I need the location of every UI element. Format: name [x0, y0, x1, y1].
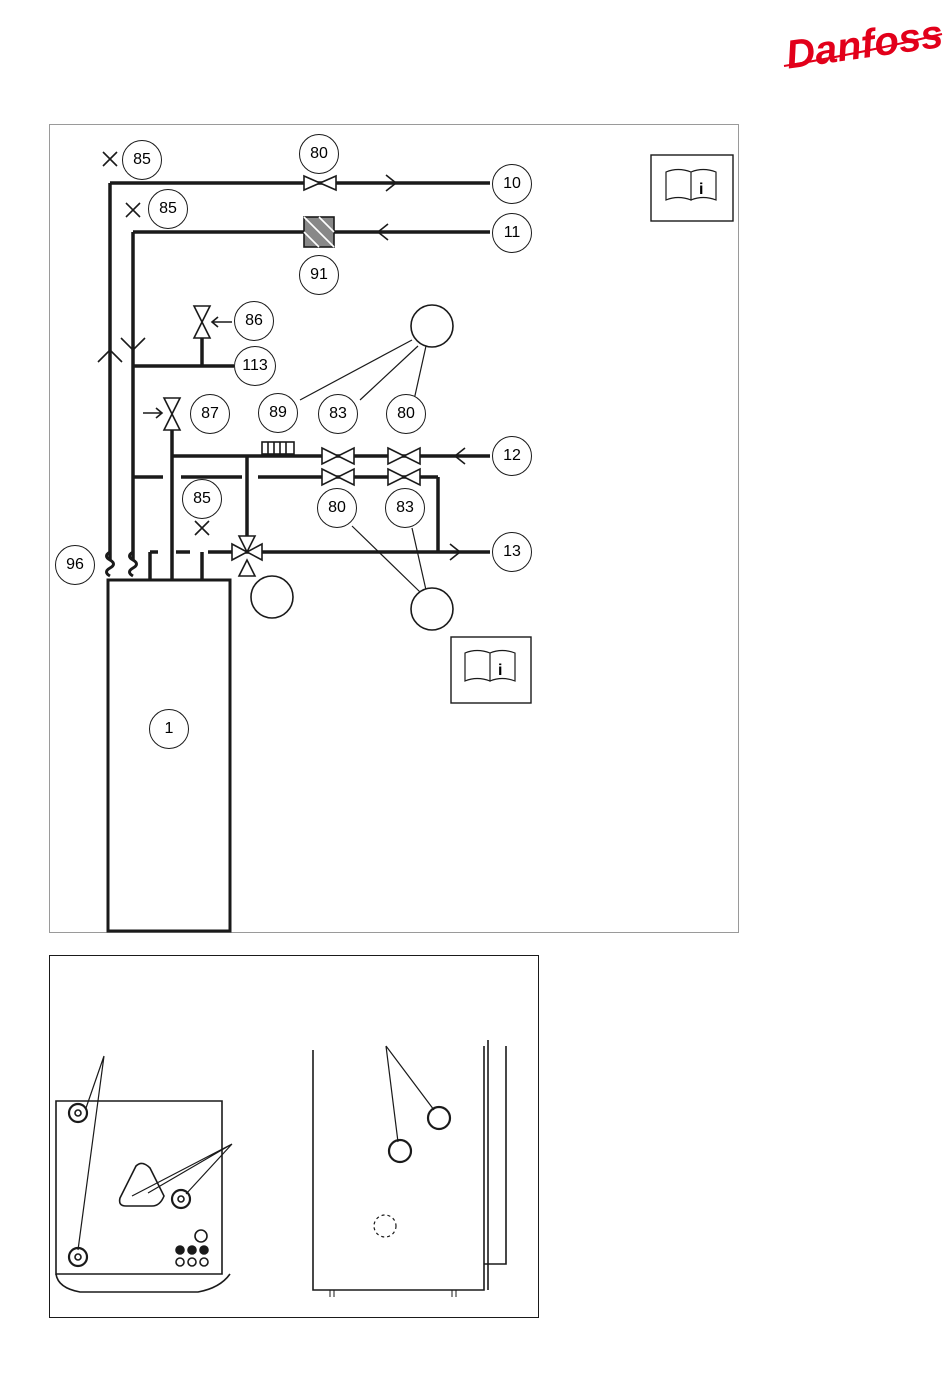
wall-connection-view [313, 1040, 506, 1297]
boiler-front-view [56, 1056, 232, 1292]
